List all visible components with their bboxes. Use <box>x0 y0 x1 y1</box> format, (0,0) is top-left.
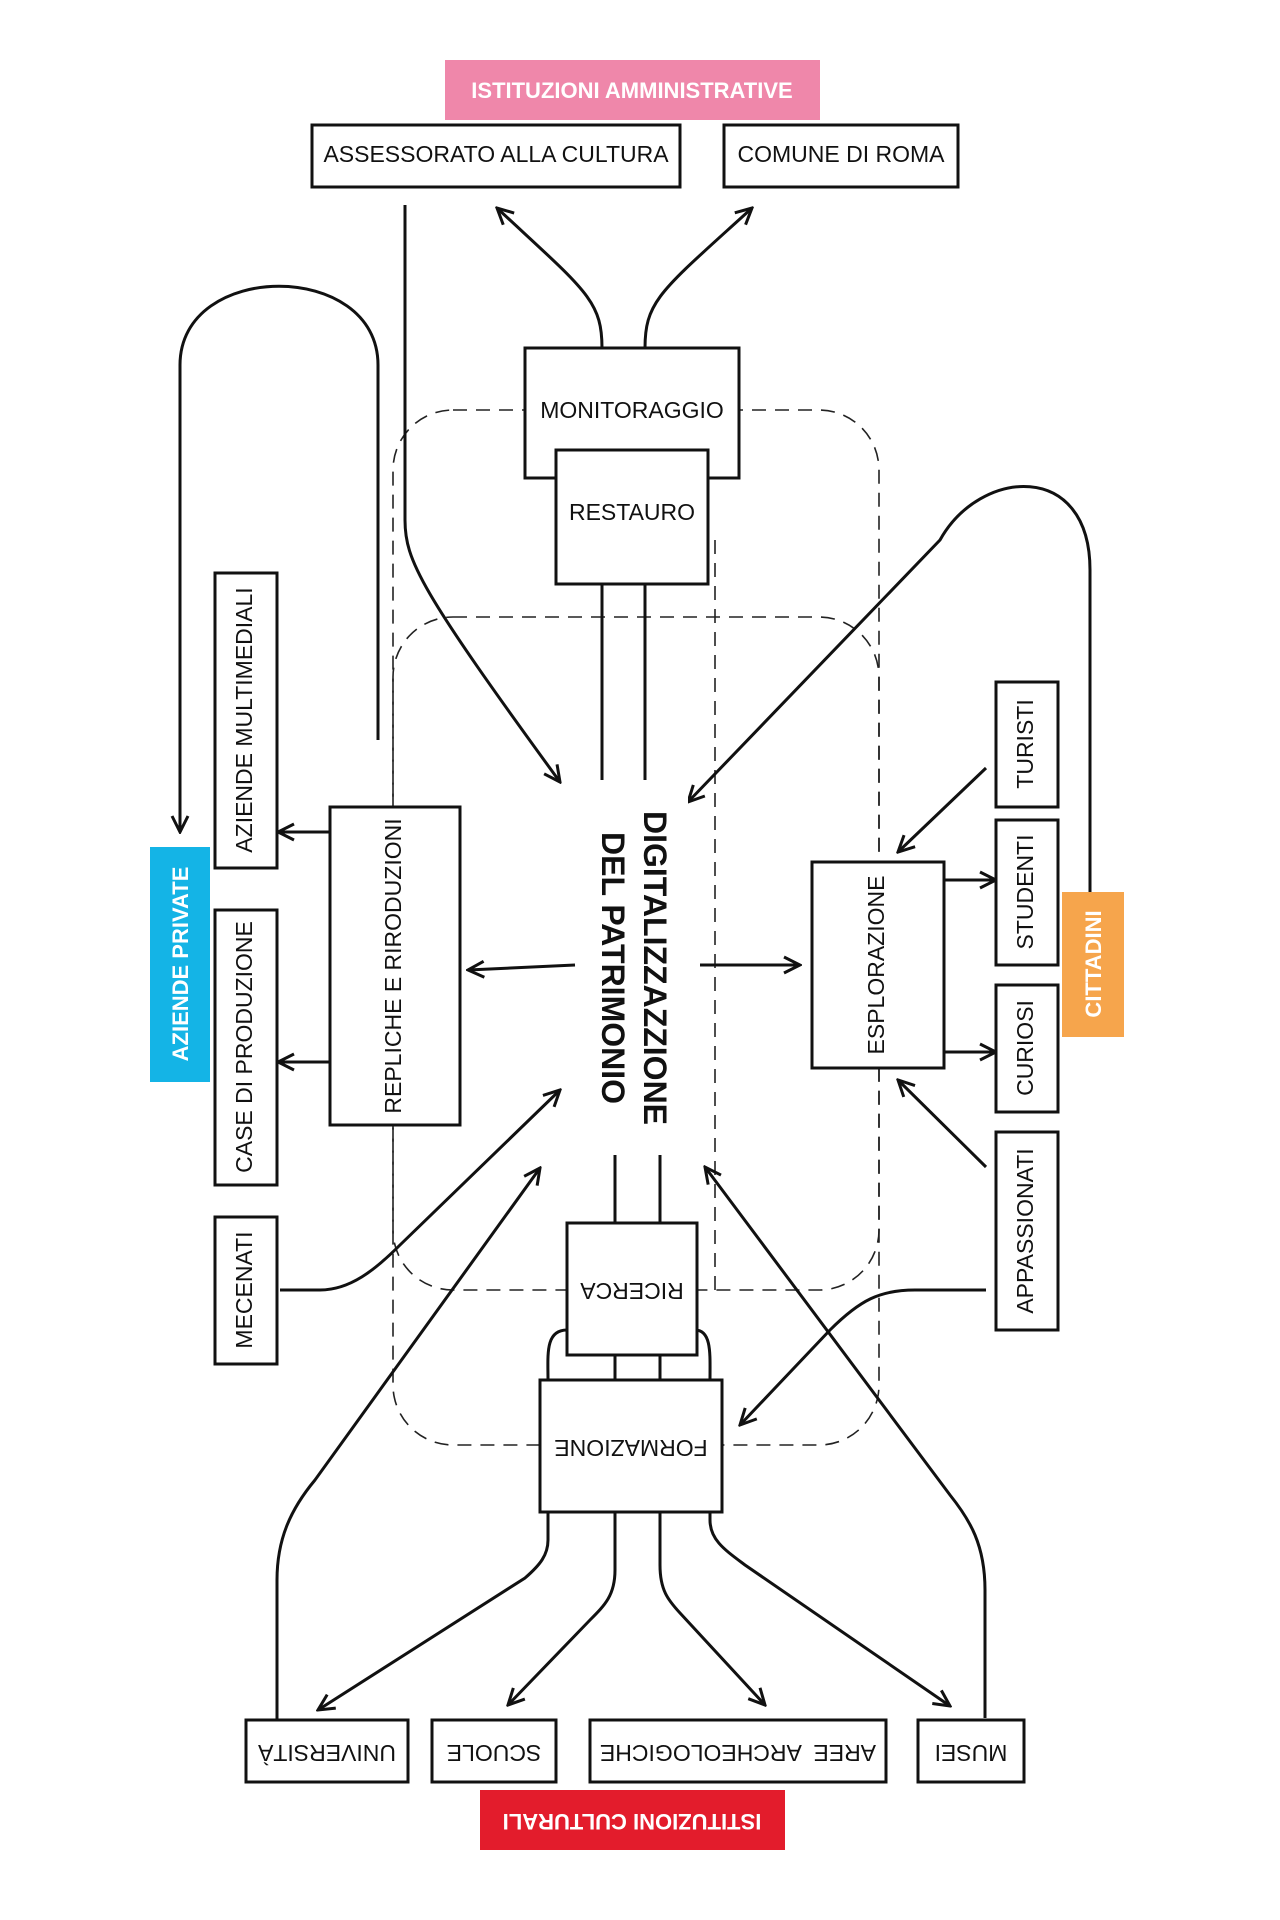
connector-appassionati-formazione <box>740 1288 986 1425</box>
node-scuole: SCUOLE <box>430 1718 558 1784</box>
node-formazione-label: FORMAZIONE <box>554 1435 707 1461</box>
node-esplorazione-frame <box>810 860 946 1070</box>
connector-formazione-scuole <box>508 1512 617 1705</box>
node-universita: UNIVERSITÀ <box>244 1718 410 1784</box>
node-aree-archeologiche-frame <box>588 1718 888 1784</box>
group-istituzioni-culturali-bg <box>480 1790 785 1850</box>
connector-center-repliche <box>468 965 576 970</box>
group-cittadini: CITTADINI <box>1062 892 1124 1037</box>
node-restauro-label: RESTAURO <box>569 499 695 525</box>
node-comune-di-roma-label: COMUNE DI ROMA <box>738 141 946 167</box>
node-ricerca-label: RICERCA <box>580 1278 684 1304</box>
node-formazione: FORMAZIONE <box>538 1378 724 1514</box>
node-appassionati-label: APPASSIONATI <box>1012 1148 1038 1313</box>
node-case-di-produzione-frame <box>213 908 279 1187</box>
node-comune-di-roma: COMUNE DI ROMA <box>722 123 960 189</box>
connector-repliche-aziende-private <box>180 284 380 832</box>
node-mecenati-label: MECENATI <box>231 1231 257 1348</box>
node-assessorato-alla-cultura-label: ASSESSORATO ALLA CULTURA <box>323 141 669 167</box>
node-studenti-frame <box>994 818 1060 967</box>
connector-formazione-universita <box>318 1512 550 1710</box>
node-musei: MUSEI <box>916 1718 1026 1784</box>
node-scuole-label: SCUOLE <box>447 1740 542 1766</box>
node-universita-label: UNIVERSITÀ <box>257 1740 396 1766</box>
node-monitoraggio-label: MONITORAGGIO <box>540 397 724 423</box>
group-cittadini-bg <box>1062 892 1124 1037</box>
node-assessorato-alla-cultura: ASSESSORATO ALLA CULTURA <box>310 123 682 189</box>
center-title-line2: DEL PATRIMONIO <box>595 832 631 1104</box>
group-istituzioni-culturali-label: ISTITUZIONI CULTURALI <box>503 1809 762 1834</box>
node-musei-label: MUSEI <box>935 1740 1008 1766</box>
node-appassionati-frame <box>994 1130 1060 1332</box>
node-appassionati: APPASSIONATI <box>994 1130 1060 1332</box>
node-formazione-frame <box>538 1378 724 1514</box>
node-esplorazione-label: ESPLORAZIONE <box>863 876 889 1055</box>
group-istituzioni-amministrative-bg <box>445 60 820 120</box>
node-aree-archeologiche-label: AREE ARCHEOLOGICHE <box>600 1740 876 1766</box>
node-studenti-label: STUDENTI <box>1012 835 1038 950</box>
node-studenti: STUDENTI <box>994 818 1060 967</box>
node-comune-di-roma-frame <box>722 123 960 189</box>
node-case-di-produzione-label: CASE DI PRODUZIONE <box>231 921 257 1173</box>
node-musei-frame <box>916 1718 1026 1784</box>
center-title: DIGITALIZZAZZIONE DEL PATRIMONIO <box>576 790 688 1146</box>
node-turisti-label: TURISTI <box>1012 699 1038 788</box>
group-aziende-private: AZIENDE PRIVATE <box>150 847 210 1082</box>
connector-musei-center <box>705 1167 987 1718</box>
node-repliche-e-riproduzioni-label: REPLICHE E RIRODUZIONI <box>380 818 406 1113</box>
connector-appassionati-esplorazione <box>898 1080 988 1169</box>
node-mecenati: MECENATI <box>213 1215 279 1366</box>
connector-cittadini-center <box>688 485 1092 892</box>
node-curiosi-frame <box>994 983 1060 1114</box>
group-istituzioni-culturali: ISTITUZIONI CULTURALI <box>480 1790 785 1850</box>
node-turisti-frame <box>994 680 1060 809</box>
connector-formazione-musei <box>708 1512 950 1706</box>
connector-universita-center <box>275 1168 540 1720</box>
center-title-bg <box>576 790 688 1146</box>
node-aziende-multimediali-frame <box>213 571 279 870</box>
node-ricerca-frame <box>565 1221 699 1357</box>
node-aziende-multimediali: AZIENDE MULTIMEDIALI <box>213 571 279 870</box>
node-repliche-e-riproduzioni-frame <box>328 805 462 1127</box>
node-universita-frame <box>244 1718 410 1784</box>
node-assessorato-alla-cultura-frame <box>310 123 682 189</box>
node-turisti: TURISTI <box>994 680 1060 809</box>
connector-mecenati-center <box>280 1090 560 1292</box>
connector-ricerca-formazione-arc-left <box>546 1328 568 1381</box>
connector-assessorato-center <box>403 205 560 782</box>
node-ricerca: RICERCA <box>565 1221 699 1357</box>
connector-monitoraggio-comune <box>643 208 752 349</box>
node-restauro-frame <box>554 448 710 586</box>
node-aree-archeologiche: AREE ARCHEOLOGICHE <box>588 1718 888 1784</box>
node-mecenati-frame <box>213 1215 279 1366</box>
connector-monitoraggio-assessorato <box>497 208 604 349</box>
connector-ricerca-formazione-arc-right <box>694 1328 712 1381</box>
node-repliche-e-riproduzioni: REPLICHE E RIRODUZIONI <box>328 805 462 1127</box>
node-esplorazione: ESPLORAZIONE <box>810 860 946 1070</box>
node-case-di-produzione: CASE DI PRODUZIONE <box>213 908 279 1187</box>
node-curiosi-label: CURIOSI <box>1012 1000 1038 1096</box>
connector-turisti-esplorazione <box>898 766 988 852</box>
node-restauro: RESTAURO <box>554 448 710 586</box>
group-cittadini-label: CITTADINI <box>1081 910 1106 1017</box>
connector-formazione-aree <box>658 1512 765 1705</box>
node-aziende-multimediali-label: AZIENDE MULTIMEDIALI <box>231 587 257 852</box>
center-title-line1: DIGITALIZZAZZIONE <box>637 811 673 1125</box>
node-curiosi: CURIOSI <box>994 983 1060 1114</box>
node-scuole-frame <box>430 1718 558 1784</box>
group-istituzioni-amministrative: ISTITUZIONI AMMINISTRATIVE <box>445 60 820 120</box>
group-aziende-private-bg <box>150 847 210 1082</box>
group-istituzioni-amministrative-label: ISTITUZIONI AMMINISTRATIVE <box>471 78 792 103</box>
group-aziende-private-label: AZIENDE PRIVATE <box>168 867 193 1062</box>
